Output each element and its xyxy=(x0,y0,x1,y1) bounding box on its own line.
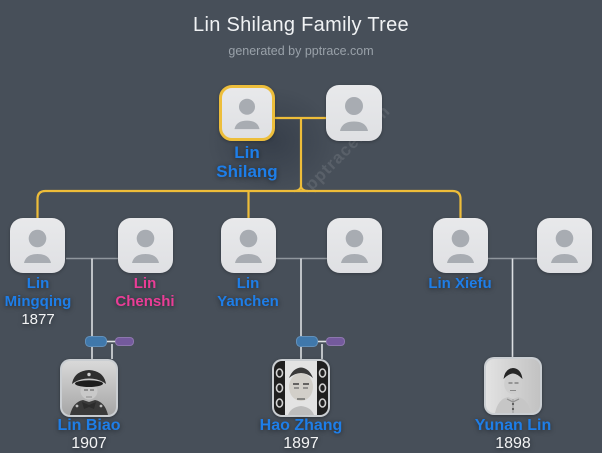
portrait-military-man xyxy=(62,361,116,415)
collapsed-node-chip-blue[interactable] xyxy=(85,336,107,347)
label-lin-yanchen: Lin Yanchen xyxy=(188,275,308,311)
label-lin-biao: Lin Biao 1907 xyxy=(29,417,149,453)
highlighted-lineage-lines xyxy=(36,116,462,218)
label-lin-shilang: Lin Shilang xyxy=(187,143,307,181)
person-silhouette-icon xyxy=(235,229,262,263)
node-xiefu-spouse[interactable] xyxy=(537,218,592,273)
name-line: Lin Xiefu xyxy=(428,275,492,292)
name-line: Shilang xyxy=(216,162,278,181)
name-line: Yanchen xyxy=(217,293,279,310)
node-lin-mingqing[interactable] xyxy=(10,218,65,273)
node-lin-yanchen[interactable] xyxy=(221,218,276,273)
page-subtitle: generated by pptrace.com xyxy=(228,44,374,58)
name-line: Yunan Lin xyxy=(474,417,552,434)
name-line: Mingqing xyxy=(4,293,72,310)
node-lin-shilang[interactable] xyxy=(219,85,275,141)
collapsed-node-chip-purple[interactable] xyxy=(326,337,345,346)
name-line: Lin xyxy=(26,275,50,292)
person-silhouette-icon xyxy=(132,229,159,263)
person-silhouette-icon xyxy=(24,229,51,263)
birth-year: 1877 xyxy=(21,311,55,328)
node-yanchen-spouse[interactable] xyxy=(327,218,382,273)
birth-year: 1898 xyxy=(495,435,531,452)
collapsed-node-chip-blue[interactable] xyxy=(296,336,318,347)
node-lin-xiefu[interactable] xyxy=(433,218,488,273)
name-line: Lin xyxy=(133,275,157,292)
name-line: Lin xyxy=(234,143,260,162)
person-silhouette-icon xyxy=(341,229,368,263)
person-silhouette-icon xyxy=(447,229,474,263)
birth-year: 1907 xyxy=(71,435,107,452)
birth-year: 1897 xyxy=(283,435,319,452)
label-lin-mingqing: Lin Mingqing 1877 xyxy=(0,275,98,329)
person-silhouette-icon xyxy=(234,98,260,130)
label-yunan-lin: Yunan Lin 1898 xyxy=(453,417,573,453)
node-shilang-spouse[interactable] xyxy=(326,85,382,141)
person-silhouette-icon xyxy=(340,97,368,131)
photo-hao-zhang[interactable] xyxy=(272,359,330,417)
node-lin-chenshi[interactable] xyxy=(118,218,173,273)
page-title: Lin Shilang Family Tree xyxy=(193,14,409,36)
name-line: Lin xyxy=(236,275,260,292)
label-lin-xiefu: Lin Xiefu xyxy=(400,275,520,293)
portrait-framed-man xyxy=(274,361,328,415)
portrait-young-man xyxy=(486,359,540,413)
name-line: Lin Biao xyxy=(57,417,121,434)
photo-yunan-lin[interactable] xyxy=(484,357,542,415)
label-lin-chenshi: Lin Chenshi xyxy=(85,275,205,311)
label-hao-zhang: Hao Zhang 1897 xyxy=(241,417,361,453)
person-silhouette-icon xyxy=(551,229,578,263)
child-descender-lines xyxy=(91,258,514,360)
name-line: Chenshi xyxy=(115,293,175,310)
photo-lin-biao[interactable] xyxy=(60,359,118,417)
name-line: Hao Zhang xyxy=(259,417,343,434)
collapsed-node-chip-purple[interactable] xyxy=(115,337,134,346)
